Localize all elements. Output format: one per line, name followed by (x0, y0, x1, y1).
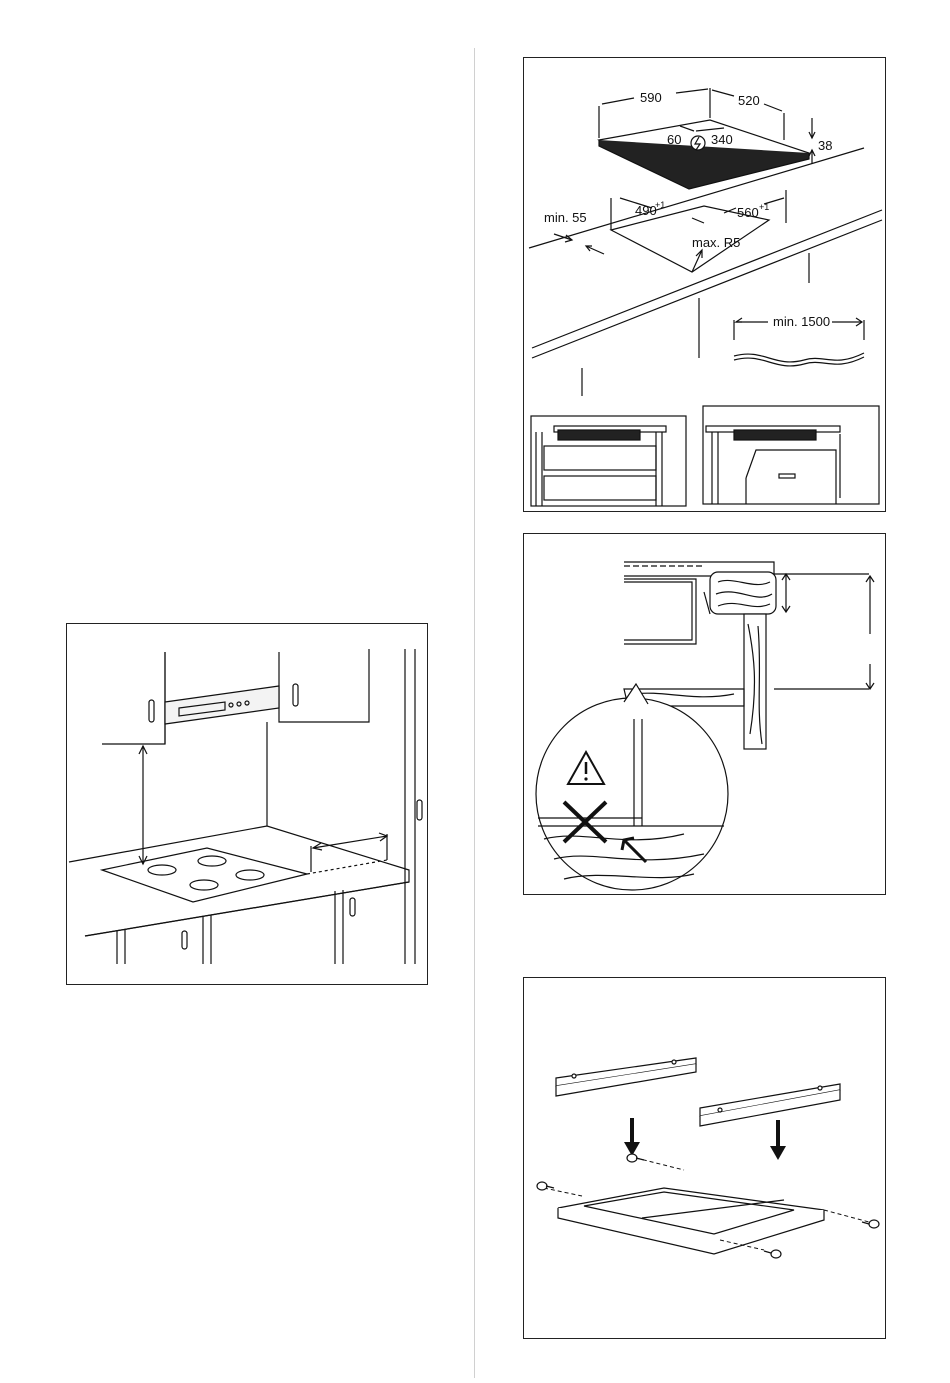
kitchen-installation-figure (66, 623, 428, 985)
cabinet-handle-left (149, 700, 154, 722)
power-cable (734, 353, 864, 362)
cable-length-label: min. 1500 (773, 314, 830, 329)
cut-depth-label: 560 (737, 205, 759, 220)
down-arrow-icon (624, 1118, 640, 1156)
tall-cabinet-handle (417, 800, 422, 820)
max-radius-label: max. R5 (692, 235, 740, 250)
down-arrow-icon (770, 1120, 786, 1160)
page-column-divider (474, 48, 475, 1378)
hob-depth-label: 520 (738, 93, 760, 108)
worktop-warning-drawing (524, 534, 886, 895)
worktop-warning-figure (523, 533, 886, 895)
detail-magnifier (536, 698, 728, 890)
hob-height-label: 38 (818, 138, 832, 153)
side-clearance-arrow (313, 836, 387, 848)
cabinet-handle-right (293, 684, 298, 706)
wall-cabinet-left (102, 652, 165, 744)
cut-width-tolerance: +1 (655, 200, 665, 210)
hob-glass (102, 848, 307, 902)
cut-depth-tolerance: +1 (759, 202, 769, 212)
kitchen-installation-drawing (67, 624, 428, 985)
cut-width-label: 490 (635, 203, 657, 218)
cutout-dimensions-drawing: 590 520 60 340 38 490 +1 560 +1 min. 55 … (524, 58, 886, 512)
connection-depth-label: 340 (711, 132, 733, 147)
cutout-dimensions-figure: 590 520 60 340 38 490 +1 560 +1 min. 55 … (523, 57, 886, 512)
power-connection-icon (691, 136, 705, 150)
bracket-assembly-drawing (524, 978, 886, 1339)
connection-offset-label: 60 (667, 132, 681, 147)
min-edge-label: min. 55 (544, 210, 587, 225)
bracket-assembly-figure (523, 977, 886, 1339)
extractor-hood (165, 686, 279, 724)
hob-width-label: 590 (640, 90, 662, 105)
